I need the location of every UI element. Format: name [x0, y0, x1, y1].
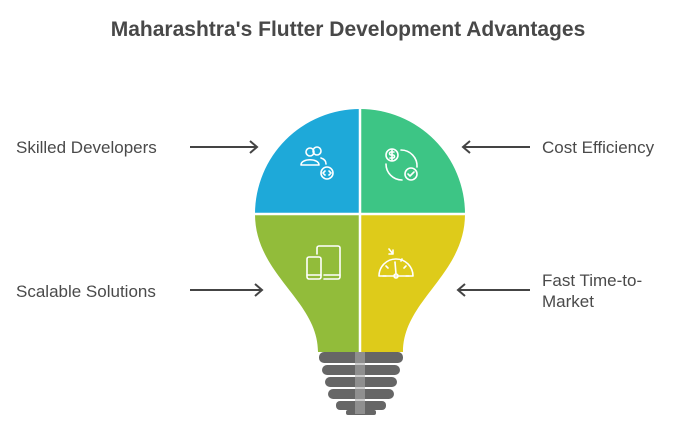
speedometer-icon	[378, 248, 414, 279]
quadrant-cost-efficiency	[360, 109, 465, 214]
arrow-scalable-solutions	[190, 283, 264, 297]
label-scalable-solutions: Scalable Solutions	[16, 282, 156, 301]
label-fast-time-to-market: Fast Time-to-Market	[542, 271, 643, 311]
arrow-fast-time-to-market	[456, 283, 530, 297]
quadrant-skilled-developers	[255, 109, 360, 214]
dollar-cycle-check-icon	[385, 148, 418, 181]
arrow-cost-efficiency	[461, 140, 530, 154]
arrow-skilled-developers	[190, 140, 259, 154]
label-cost-efficiency: Cost Efficiency	[542, 138, 655, 157]
developers-code-icon	[300, 146, 334, 180]
devices-icon	[306, 245, 341, 280]
diagram-title: Maharashtra's Flutter Development Advant…	[110, 18, 586, 41]
quadrant-scalable-solutions	[255, 214, 360, 352]
label-skilled-developers: Skilled Developers	[16, 138, 157, 157]
quadrant-fast-time-to-market	[360, 214, 465, 352]
bulb-base	[319, 352, 403, 415]
connector-arrows	[190, 140, 530, 297]
